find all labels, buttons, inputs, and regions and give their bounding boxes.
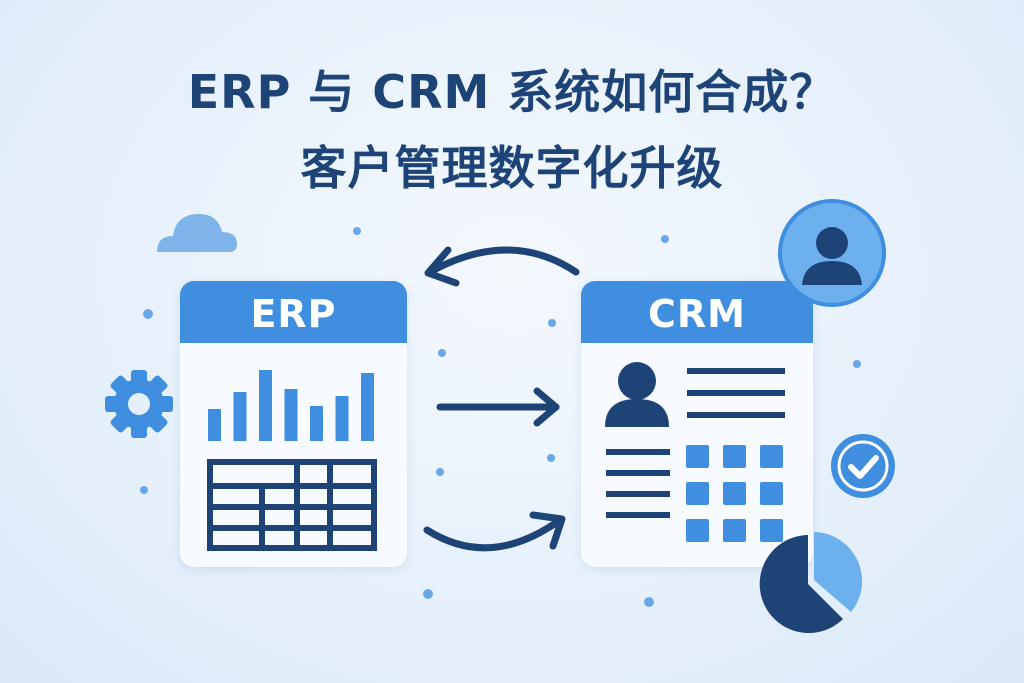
grid-cell	[686, 482, 709, 505]
erp-bar	[335, 396, 349, 441]
grid-cell	[760, 445, 783, 468]
checkmark-icon	[831, 434, 895, 498]
erp-card-graphics	[207, 370, 377, 551]
person-icon	[605, 362, 669, 427]
grid-cell	[723, 445, 746, 468]
crm-card: CRM	[581, 281, 813, 567]
crm-card-graphics	[605, 362, 785, 542]
erp-bar	[361, 373, 374, 441]
grid-cell	[686, 445, 709, 468]
page-title-line-2: 客户管理数字化升级	[300, 141, 724, 195]
arrow-right-icon	[436, 387, 560, 427]
grid-cell	[686, 519, 709, 542]
erp-bar	[284, 389, 298, 441]
pie-chart-icon	[759, 532, 863, 633]
arrow-left-icon	[424, 246, 580, 287]
grid-cell	[723, 519, 746, 542]
text-lines	[606, 368, 785, 518]
grid-icon	[686, 445, 783, 542]
curved-arrow-icon	[423, 511, 566, 552]
erp-card: ERP	[180, 281, 407, 567]
crm-card-header: CRM	[581, 281, 813, 343]
grid-cell	[760, 482, 783, 505]
grid-cell	[760, 519, 783, 542]
user-avatar-icon	[778, 199, 886, 307]
gear-icon	[105, 370, 173, 438]
page-title-line-1: ERP 与 CRM 系统如何合成？	[187, 65, 837, 119]
table-icon	[207, 459, 377, 551]
bar-chart-icon	[208, 370, 374, 441]
erp-bar	[208, 409, 221, 441]
grid-cell	[723, 482, 746, 505]
erp-bar	[233, 392, 247, 441]
erp-bar	[310, 406, 323, 441]
erp-bar	[259, 370, 272, 441]
cloud-icon	[157, 214, 237, 252]
erp-card-header: ERP	[180, 281, 407, 343]
